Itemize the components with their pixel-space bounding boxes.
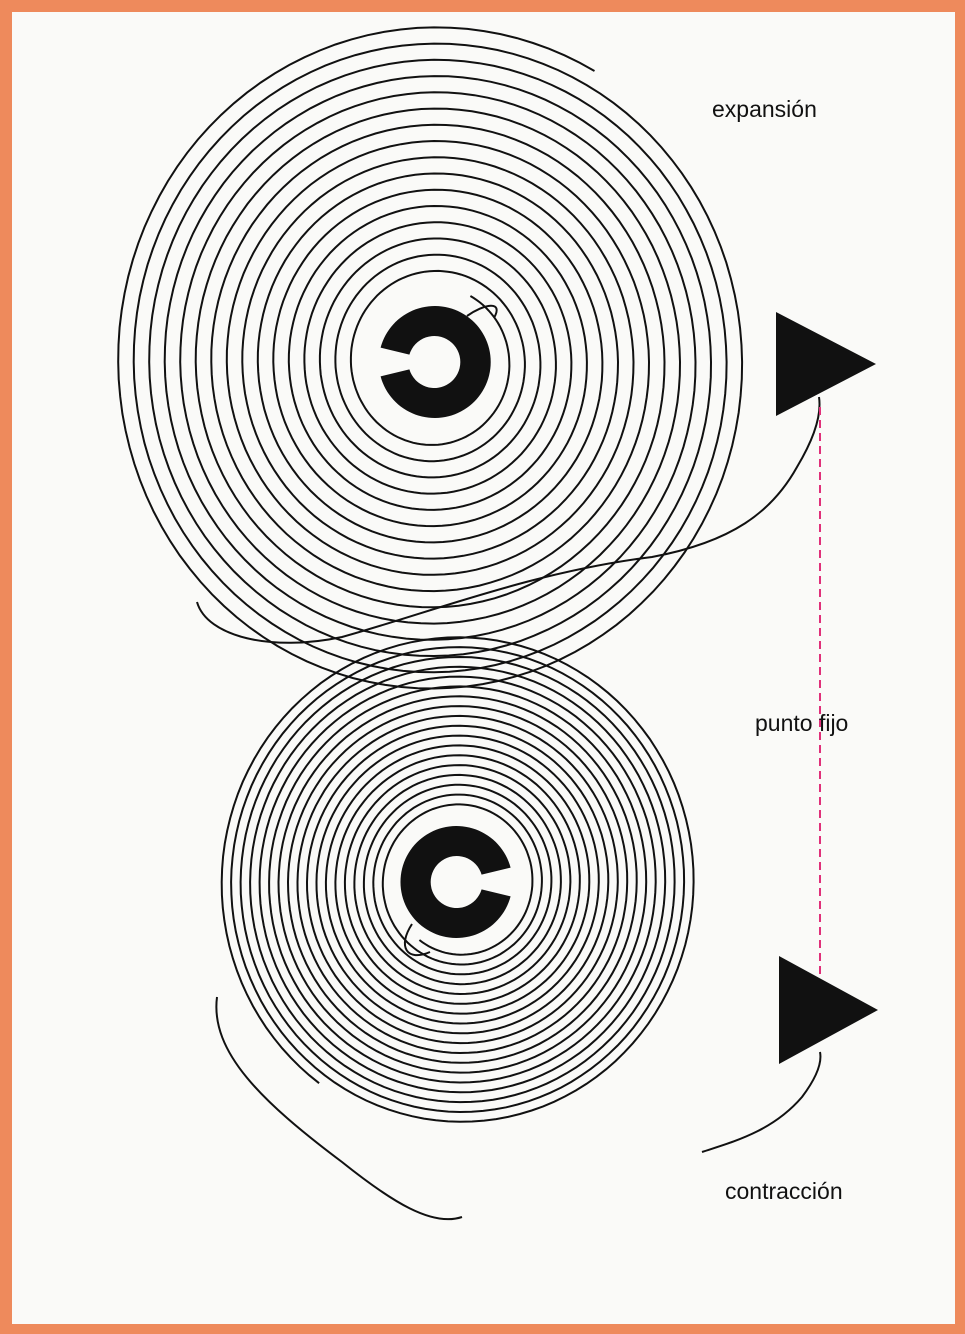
expansion-spiral-coil [118,27,742,688]
spring-diagram [12,12,955,1324]
expansion-hub [381,306,491,418]
contraction-spring-tail-end [702,1052,820,1152]
contraction-spiral-coil [222,637,694,1122]
expansion-label: expansión [712,96,817,123]
contraction-fixed-point-marker [779,956,878,1064]
expansion-spring [118,27,876,688]
contraction-label: contracción [725,1178,843,1205]
expansion-fixed-point-marker [776,312,876,416]
fixed-point-label: punto fijo [755,710,848,737]
contraction-hub [400,826,510,938]
